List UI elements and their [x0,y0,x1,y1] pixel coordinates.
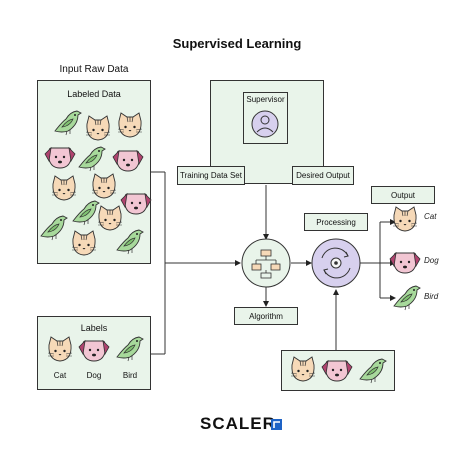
input-raw-data-heading: Input Raw Data [59,64,129,75]
labels-heading: Labels [80,323,108,333]
output-label-bird: Bird [424,292,439,301]
desired-output-tag: Desired Output [292,166,354,185]
labeled-data-heading: Labeled Data [67,89,121,99]
diagram-title: Supervised Learning [172,36,302,51]
output-label-cat: Cat [424,212,437,221]
training-data-set-tag: Training Data Set [177,166,245,185]
algorithm-tag: Algorithm [234,307,298,325]
output-label-dog: Dog [424,256,439,265]
new-data-panel [281,350,395,391]
label-bird: Bird [122,371,138,380]
brand-logo: SCALER [200,414,276,433]
processing-tag: Processing [304,213,368,231]
label-dog: Dog [86,371,102,380]
label-cat: Cat [53,371,67,380]
supervisor-label: Supervisor [246,95,285,104]
input-raw-data-panel [37,80,151,264]
output-tag: Output [371,186,435,204]
